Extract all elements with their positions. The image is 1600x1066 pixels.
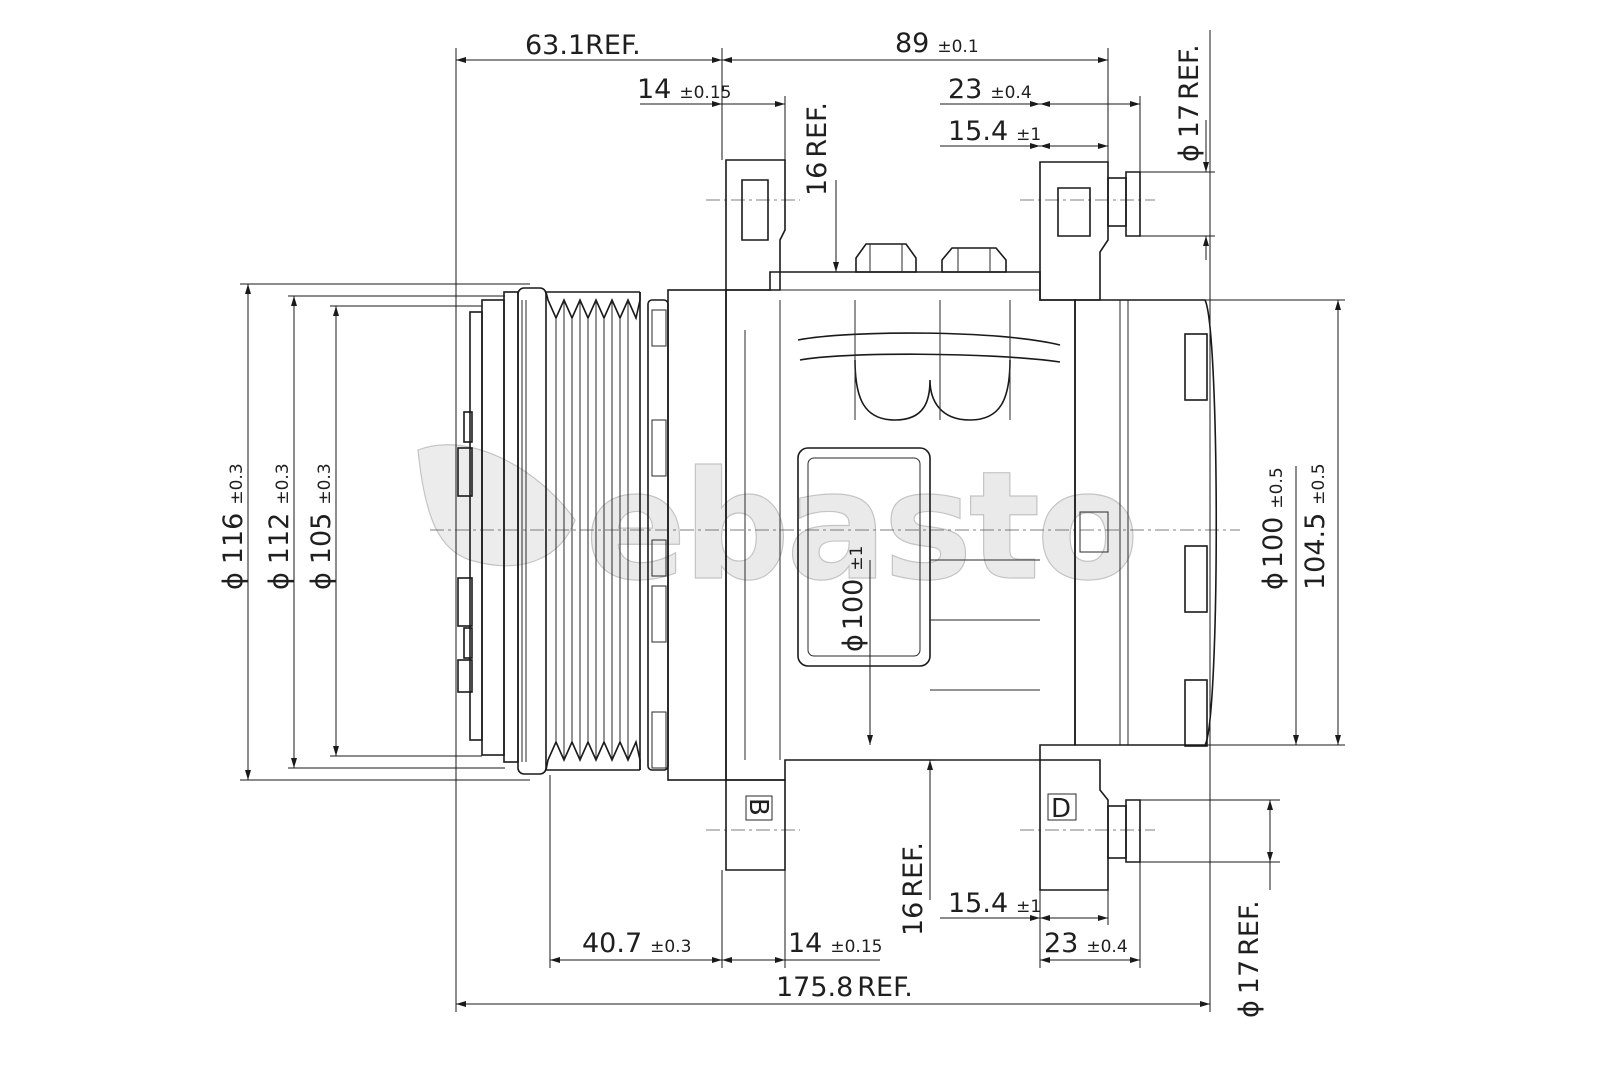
dim-phi17-ref-bottom: ϕ17REF.	[1234, 900, 1265, 1018]
dim-15-4-top: 15.4±1	[948, 116, 1041, 147]
dim-23-bottom: 23±0.4	[1044, 928, 1128, 959]
dim-15-4-bottom: 15.4±1	[948, 888, 1041, 919]
dim-23-top: 23±0.4	[948, 74, 1032, 105]
dim-16-ref-bottom: 16REF.	[898, 842, 929, 936]
watermark: ebasto	[417, 439, 1140, 615]
port-marking-d: D	[1051, 794, 1071, 824]
dim-phi100-center: ϕ100±1	[838, 546, 869, 652]
front-head	[647, 289, 727, 781]
watermark-swoosh-icon	[417, 444, 576, 567]
dimension-labels: 63.1REF. 89±0.1 14±0.15 16REF. 23±0.4 15…	[218, 28, 1331, 1018]
dim-104-5: 104.5±0.5	[1300, 463, 1331, 590]
service-fittings	[855, 243, 1007, 273]
clutch-pulley-assembly	[457, 287, 641, 775]
dim-phi105: ϕ105±0.3	[306, 463, 337, 590]
fitting-nut-right-icon	[941, 247, 1007, 273]
dimension-lines	[245, 57, 1341, 1007]
dim-phi112: ϕ112±0.3	[264, 463, 295, 590]
dim-40-7: 40.7±0.3	[582, 928, 691, 959]
fitting-nut-left-icon	[855, 243, 917, 273]
watermark-text: ebasto	[585, 440, 1135, 614]
dim-89: 89±0.1	[895, 28, 979, 59]
dim-14-bottom: 14±0.15	[788, 928, 882, 959]
dim-14-top: 14±0.15	[637, 74, 731, 105]
dim-63-1-ref: 63.1REF.	[525, 30, 641, 61]
dim-16-ref-top: 16REF.	[802, 102, 833, 196]
dim-phi17-ref-top: ϕ17REF.	[1174, 44, 1205, 162]
dim-phi116: ϕ116±0.3	[218, 463, 249, 590]
belt-grooves	[545, 291, 641, 321]
extension-lines	[240, 30, 1345, 1012]
port-marking-b: B	[743, 798, 773, 816]
dim-phi100-right: ϕ100±0.5	[1258, 467, 1289, 590]
